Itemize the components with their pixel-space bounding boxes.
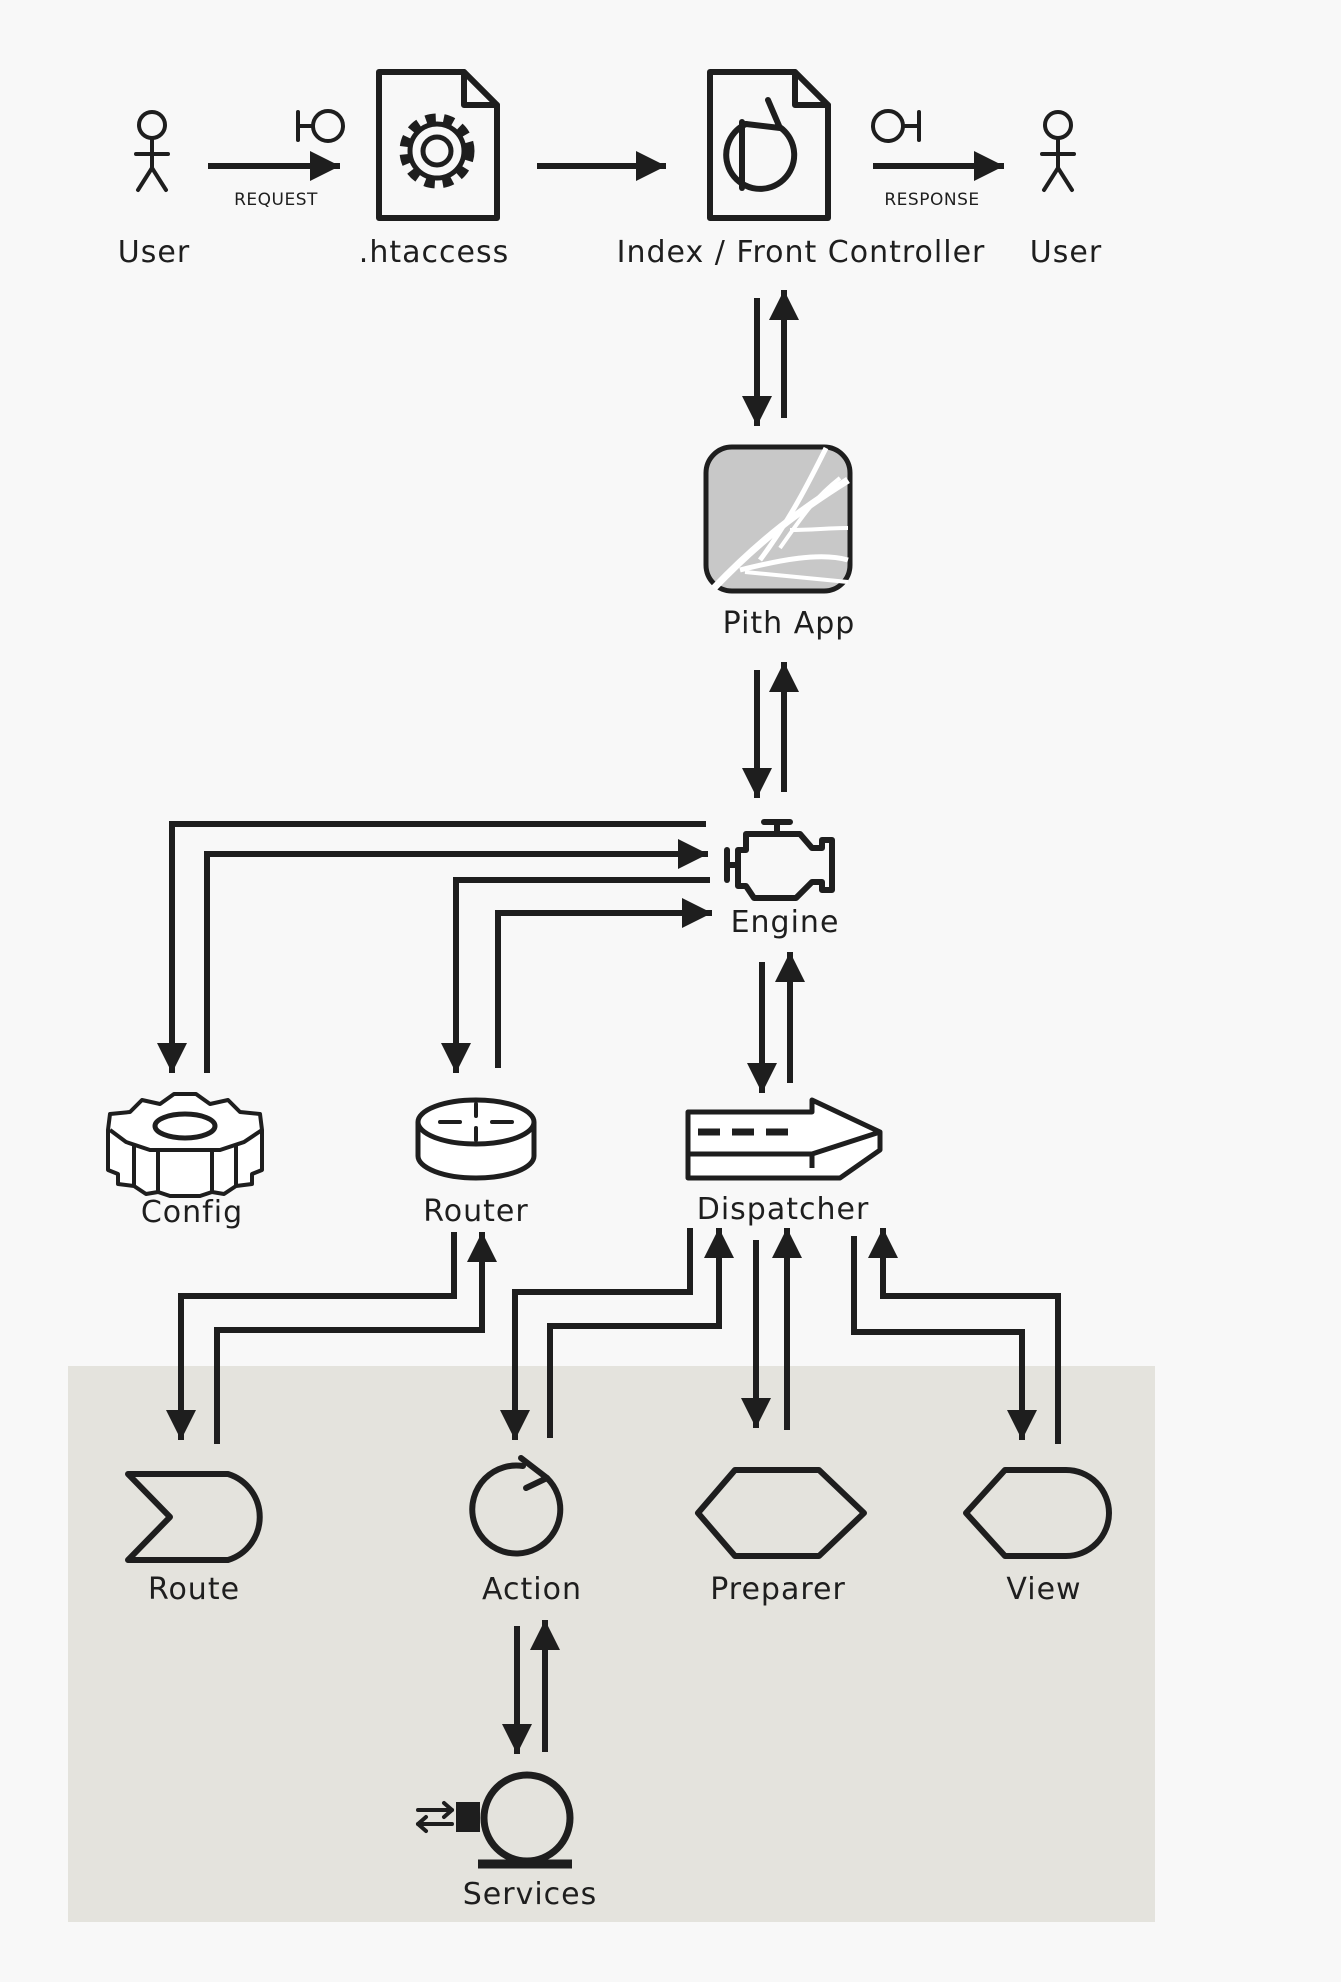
- route-shape-icon: [125, 1471, 263, 1563]
- dispatcher-icon: [685, 1097, 883, 1181]
- entity-icon: [871, 109, 921, 143]
- components-zone: [68, 1366, 1155, 1922]
- user-left-icon: [134, 110, 170, 192]
- action-to-dispatcher-arrow: [547, 1228, 734, 1438]
- pith-app-label: Pith App: [723, 606, 856, 641]
- action-cycle-icon: [469, 1455, 564, 1557]
- router-icon: [415, 1097, 537, 1181]
- view-to-dispatcher-arrow: [868, 1228, 1061, 1444]
- dispatcher-to-view-arrow: [851, 1236, 1037, 1440]
- services-label: Services: [463, 1877, 598, 1912]
- htaccess-document-icon: [376, 69, 500, 221]
- dispatcher-label: Dispatcher: [697, 1192, 870, 1227]
- preparer-hexagon-icon: [695, 1467, 867, 1559]
- view-label: View: [1006, 1572, 1081, 1607]
- engine-label: Engine: [731, 905, 840, 940]
- engine-icon: [724, 819, 835, 901]
- response-label: RESPONSE: [884, 190, 979, 210]
- route-label: Route: [148, 1572, 240, 1607]
- config-to-engine-arrow: [204, 839, 708, 1073]
- index-document-icon: [707, 69, 831, 221]
- router-to-engine-arrow: [495, 898, 712, 1068]
- preparer-label: Preparer: [710, 1572, 846, 1607]
- router-label: Router: [423, 1194, 528, 1229]
- user-right-label: User: [1030, 235, 1102, 270]
- dispatcher-to-action-arrow: [500, 1228, 693, 1440]
- boundary-icon: [296, 109, 345, 143]
- gear-icon: [399, 113, 475, 189]
- cycle-icon: [723, 97, 798, 192]
- router-to-route-arrow: [166, 1232, 457, 1440]
- config-gear-icon: [106, 1092, 264, 1198]
- action-label: Action: [482, 1572, 582, 1607]
- view-display-icon: [963, 1467, 1112, 1559]
- engine-to-router-arrow: [441, 877, 710, 1073]
- route-to-router-arrow: [214, 1232, 497, 1444]
- request-label: REQUEST: [234, 190, 318, 210]
- services-pump-icon: [416, 1771, 574, 1869]
- pith-app-icon: [703, 444, 853, 594]
- config-label: Config: [141, 1195, 243, 1230]
- index-label: Index / Front Controller: [617, 235, 986, 270]
- user-right-icon: [1040, 110, 1076, 192]
- htaccess-label: .htaccess: [359, 235, 509, 270]
- engine-to-config-arrow: [157, 821, 706, 1073]
- user-left-label: User: [118, 235, 190, 270]
